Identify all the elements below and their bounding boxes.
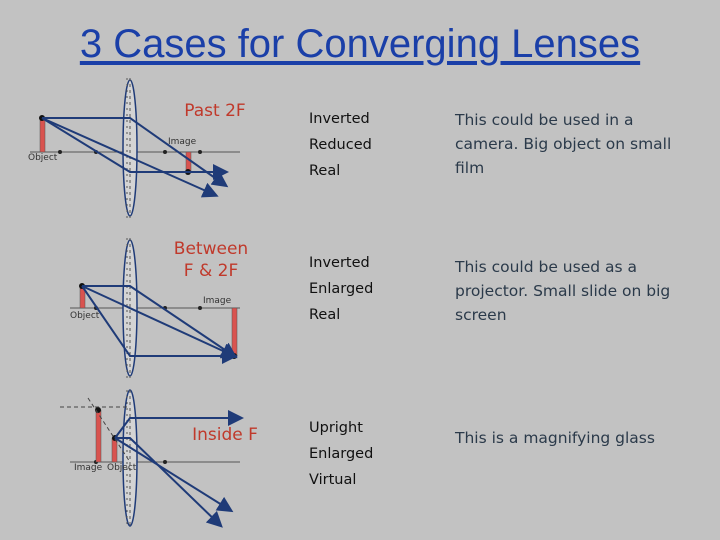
property: Inverted: [309, 111, 370, 127]
property: Enlarged: [309, 446, 374, 462]
property: Inverted: [309, 255, 370, 271]
image-label: Image: [168, 137, 197, 147]
image-label: Image: [203, 296, 232, 306]
note-case-1: This could be used in a camera. Big obje…: [455, 111, 672, 177]
diagram-case-3: Image Object: [60, 389, 244, 528]
properties-case-1: Inverted Reduced Real: [309, 106, 372, 184]
property: Real: [309, 163, 341, 179]
object-label: Object: [28, 153, 58, 163]
diagram-case-1: Object Image: [28, 78, 240, 218]
property: Enlarged: [309, 281, 374, 297]
case-label-between-f-2f: Between F & 2F: [173, 239, 249, 281]
property: Reduced: [309, 137, 372, 153]
diagram-case-2: Object Image: [70, 238, 240, 378]
case-label-past-2f: Past 2F: [184, 101, 246, 121]
property: Upright: [309, 420, 363, 436]
image-arrow: [185, 151, 192, 173]
object-arrow: [39, 117, 46, 153]
image-label: Image: [74, 463, 103, 473]
property: Virtual: [309, 472, 357, 488]
note-case-3: This is a magnifying glass: [455, 429, 655, 447]
lens: [122, 79, 138, 217]
property: Real: [309, 307, 341, 323]
case-label-inside-f: Inside F: [192, 425, 258, 445]
note-case-2: This could be used as a projector. Small…: [455, 258, 671, 324]
object-label: Object: [107, 463, 137, 473]
slide-title: 3 Cases for Converging Lenses: [79, 22, 641, 66]
image-arrow: [95, 409, 102, 463]
object-label: Object: [70, 311, 100, 321]
image-arrow: [231, 307, 238, 357]
properties-case-2: Inverted Enlarged Real: [309, 250, 373, 328]
properties-case-3: Upright Enlarged Virtual: [309, 415, 373, 493]
